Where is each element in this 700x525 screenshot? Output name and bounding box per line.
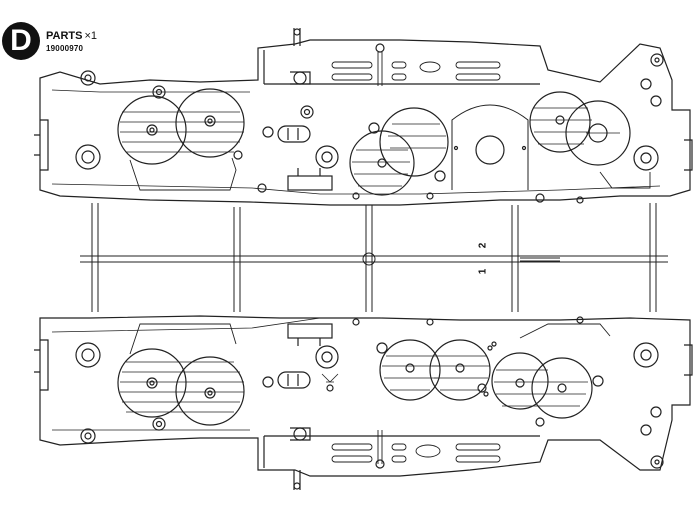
parts-text: PARTS (46, 30, 83, 42)
parts-label: PARTS×1 (46, 30, 97, 42)
part-mark-2: 2 (477, 242, 489, 249)
gauge-pod-lower-left (117, 348, 245, 426)
gauge-pod-right (529, 91, 631, 166)
bottom-vent-slots (331, 430, 501, 464)
top-vent-slots (331, 52, 501, 86)
part-mark-1: 1 (477, 268, 489, 275)
gauge-pod-lower-center (379, 339, 593, 419)
gauge-pod-center (349, 107, 449, 196)
sheet-letter-badge: D (2, 22, 40, 60)
gauge-pod-left (117, 88, 245, 165)
part-lower-housing (34, 315, 693, 490)
part-upper-housing (34, 28, 693, 206)
sprue-runner-frame (80, 203, 668, 312)
parts-quantity: ×1 (84, 30, 98, 42)
part-number: 19000970 (46, 44, 84, 53)
